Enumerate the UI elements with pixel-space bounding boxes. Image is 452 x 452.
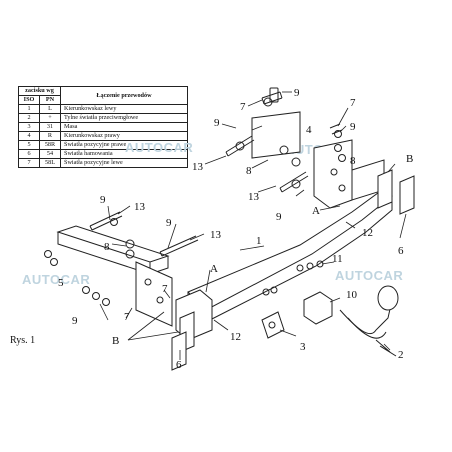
part-label: 10 — [346, 289, 358, 301]
part-label: 6 — [176, 359, 182, 371]
part-label: 8 — [246, 165, 252, 177]
part-label: 2 — [398, 349, 404, 361]
part-label: 6 — [398, 245, 404, 257]
part-label: 9 — [276, 211, 282, 223]
part-label: 11 — [332, 253, 343, 265]
part-label: 9 — [72, 315, 78, 327]
part-label: 13 — [192, 161, 204, 173]
part-label: 13 — [134, 201, 146, 213]
part-label: 3 — [300, 341, 306, 353]
left-side-plate — [171, 311, 195, 371]
part-label: 1 — [256, 235, 262, 247]
part-label: 7 — [240, 101, 246, 113]
part-label: 5 — [58, 277, 64, 289]
part-label: 9 — [214, 117, 220, 129]
part-label: A — [312, 205, 320, 217]
part-label: B — [406, 153, 413, 165]
legend-desc: Światła pozycyjne lewe — [60, 158, 188, 168]
part-label: 7 — [350, 97, 356, 109]
mounting-plate — [261, 311, 285, 339]
part-label: 4 — [306, 124, 312, 136]
part-label: 7 — [124, 311, 130, 323]
part-label: B — [112, 335, 119, 347]
part-label: 9 — [350, 121, 356, 133]
tow-ball — [303, 285, 399, 357]
right-side-plate — [377, 169, 415, 215]
watermark: AUTOCAR — [125, 140, 194, 155]
bolts — [89, 91, 343, 257]
part-number-labels: 7 9 9 4 13 8 13 9 7 9 8 B A 12 6 9 13 8 … — [58, 87, 413, 371]
watermark: AUTOCAR — [335, 268, 404, 283]
nuts-washers — [44, 87, 346, 306]
part-label: 8 — [104, 241, 110, 253]
figure-caption: Rys. 1 — [10, 335, 36, 346]
part-label: 9 — [166, 217, 172, 229]
part-label: 8 — [350, 155, 356, 167]
part-label: 9 — [294, 87, 300, 99]
part-label: 12 — [362, 227, 373, 239]
part-label: 9 — [100, 194, 106, 206]
part-label: A — [210, 263, 218, 275]
part-label: 12 — [230, 331, 241, 343]
part-label: 13 — [210, 229, 222, 241]
right-bracket — [251, 111, 385, 209]
watermark: AUTOCAR — [22, 272, 91, 287]
leader-lines — [99, 91, 407, 360]
part-label: 13 — [248, 191, 260, 203]
part-label: 7 — [162, 283, 168, 295]
crossbeam — [187, 189, 393, 323]
